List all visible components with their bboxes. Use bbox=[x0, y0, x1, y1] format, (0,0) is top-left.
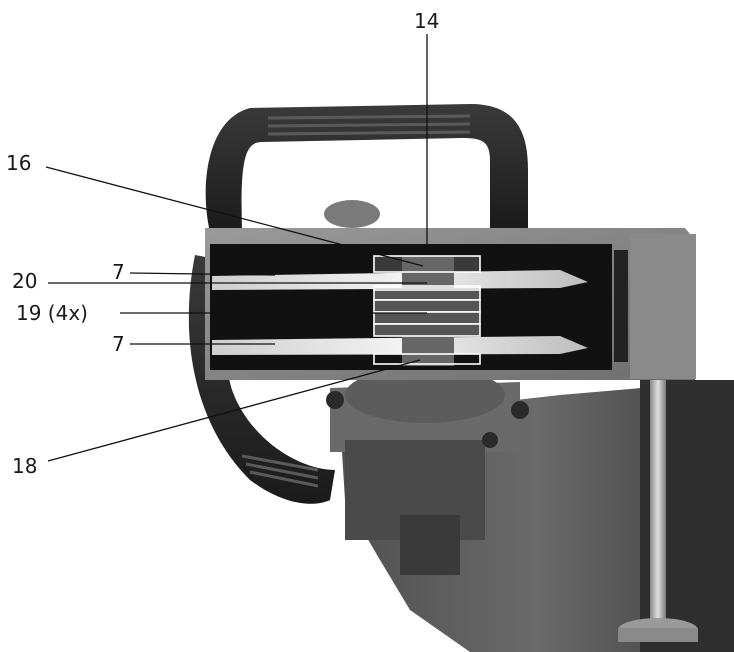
callout-18: 18 bbox=[12, 454, 37, 478]
depth-rod bbox=[650, 380, 666, 630]
lock-knob bbox=[324, 200, 380, 228]
part-outline-boxes bbox=[373, 255, 481, 365]
housing-right-cap bbox=[630, 234, 696, 379]
callout-7-upper: 7 bbox=[112, 260, 125, 284]
guard-plate bbox=[400, 515, 460, 575]
tool-illustration bbox=[188, 104, 734, 652]
depth-foot-base bbox=[618, 628, 698, 642]
handle-lower bbox=[188, 255, 335, 504]
housing-side-slot bbox=[614, 250, 628, 362]
callout-19: 19 (4x) bbox=[16, 301, 88, 325]
screw-head bbox=[511, 401, 529, 419]
leader-7a bbox=[129, 272, 276, 276]
leader-lines bbox=[45, 34, 428, 462]
upper-blade bbox=[212, 270, 588, 290]
callout-14: 14 bbox=[414, 9, 439, 33]
lower-blade bbox=[212, 336, 588, 355]
callout-16: 16 bbox=[6, 151, 31, 175]
handle bbox=[205, 104, 528, 232]
leader-18 bbox=[47, 359, 421, 462]
spacer-rings bbox=[373, 287, 481, 337]
handle-grip-ribs bbox=[267, 114, 471, 136]
spindle-collar bbox=[345, 367, 505, 423]
screw-head bbox=[326, 391, 344, 409]
screw-head bbox=[482, 432, 498, 448]
callout-labels: 14 16 20 7 19 (4x) 7 18 bbox=[6, 9, 439, 478]
callout-7-lower: 7 bbox=[112, 332, 125, 356]
callout-20: 20 bbox=[12, 269, 37, 293]
leader-16 bbox=[45, 166, 424, 267]
lower-grip-ribs bbox=[241, 454, 319, 488]
